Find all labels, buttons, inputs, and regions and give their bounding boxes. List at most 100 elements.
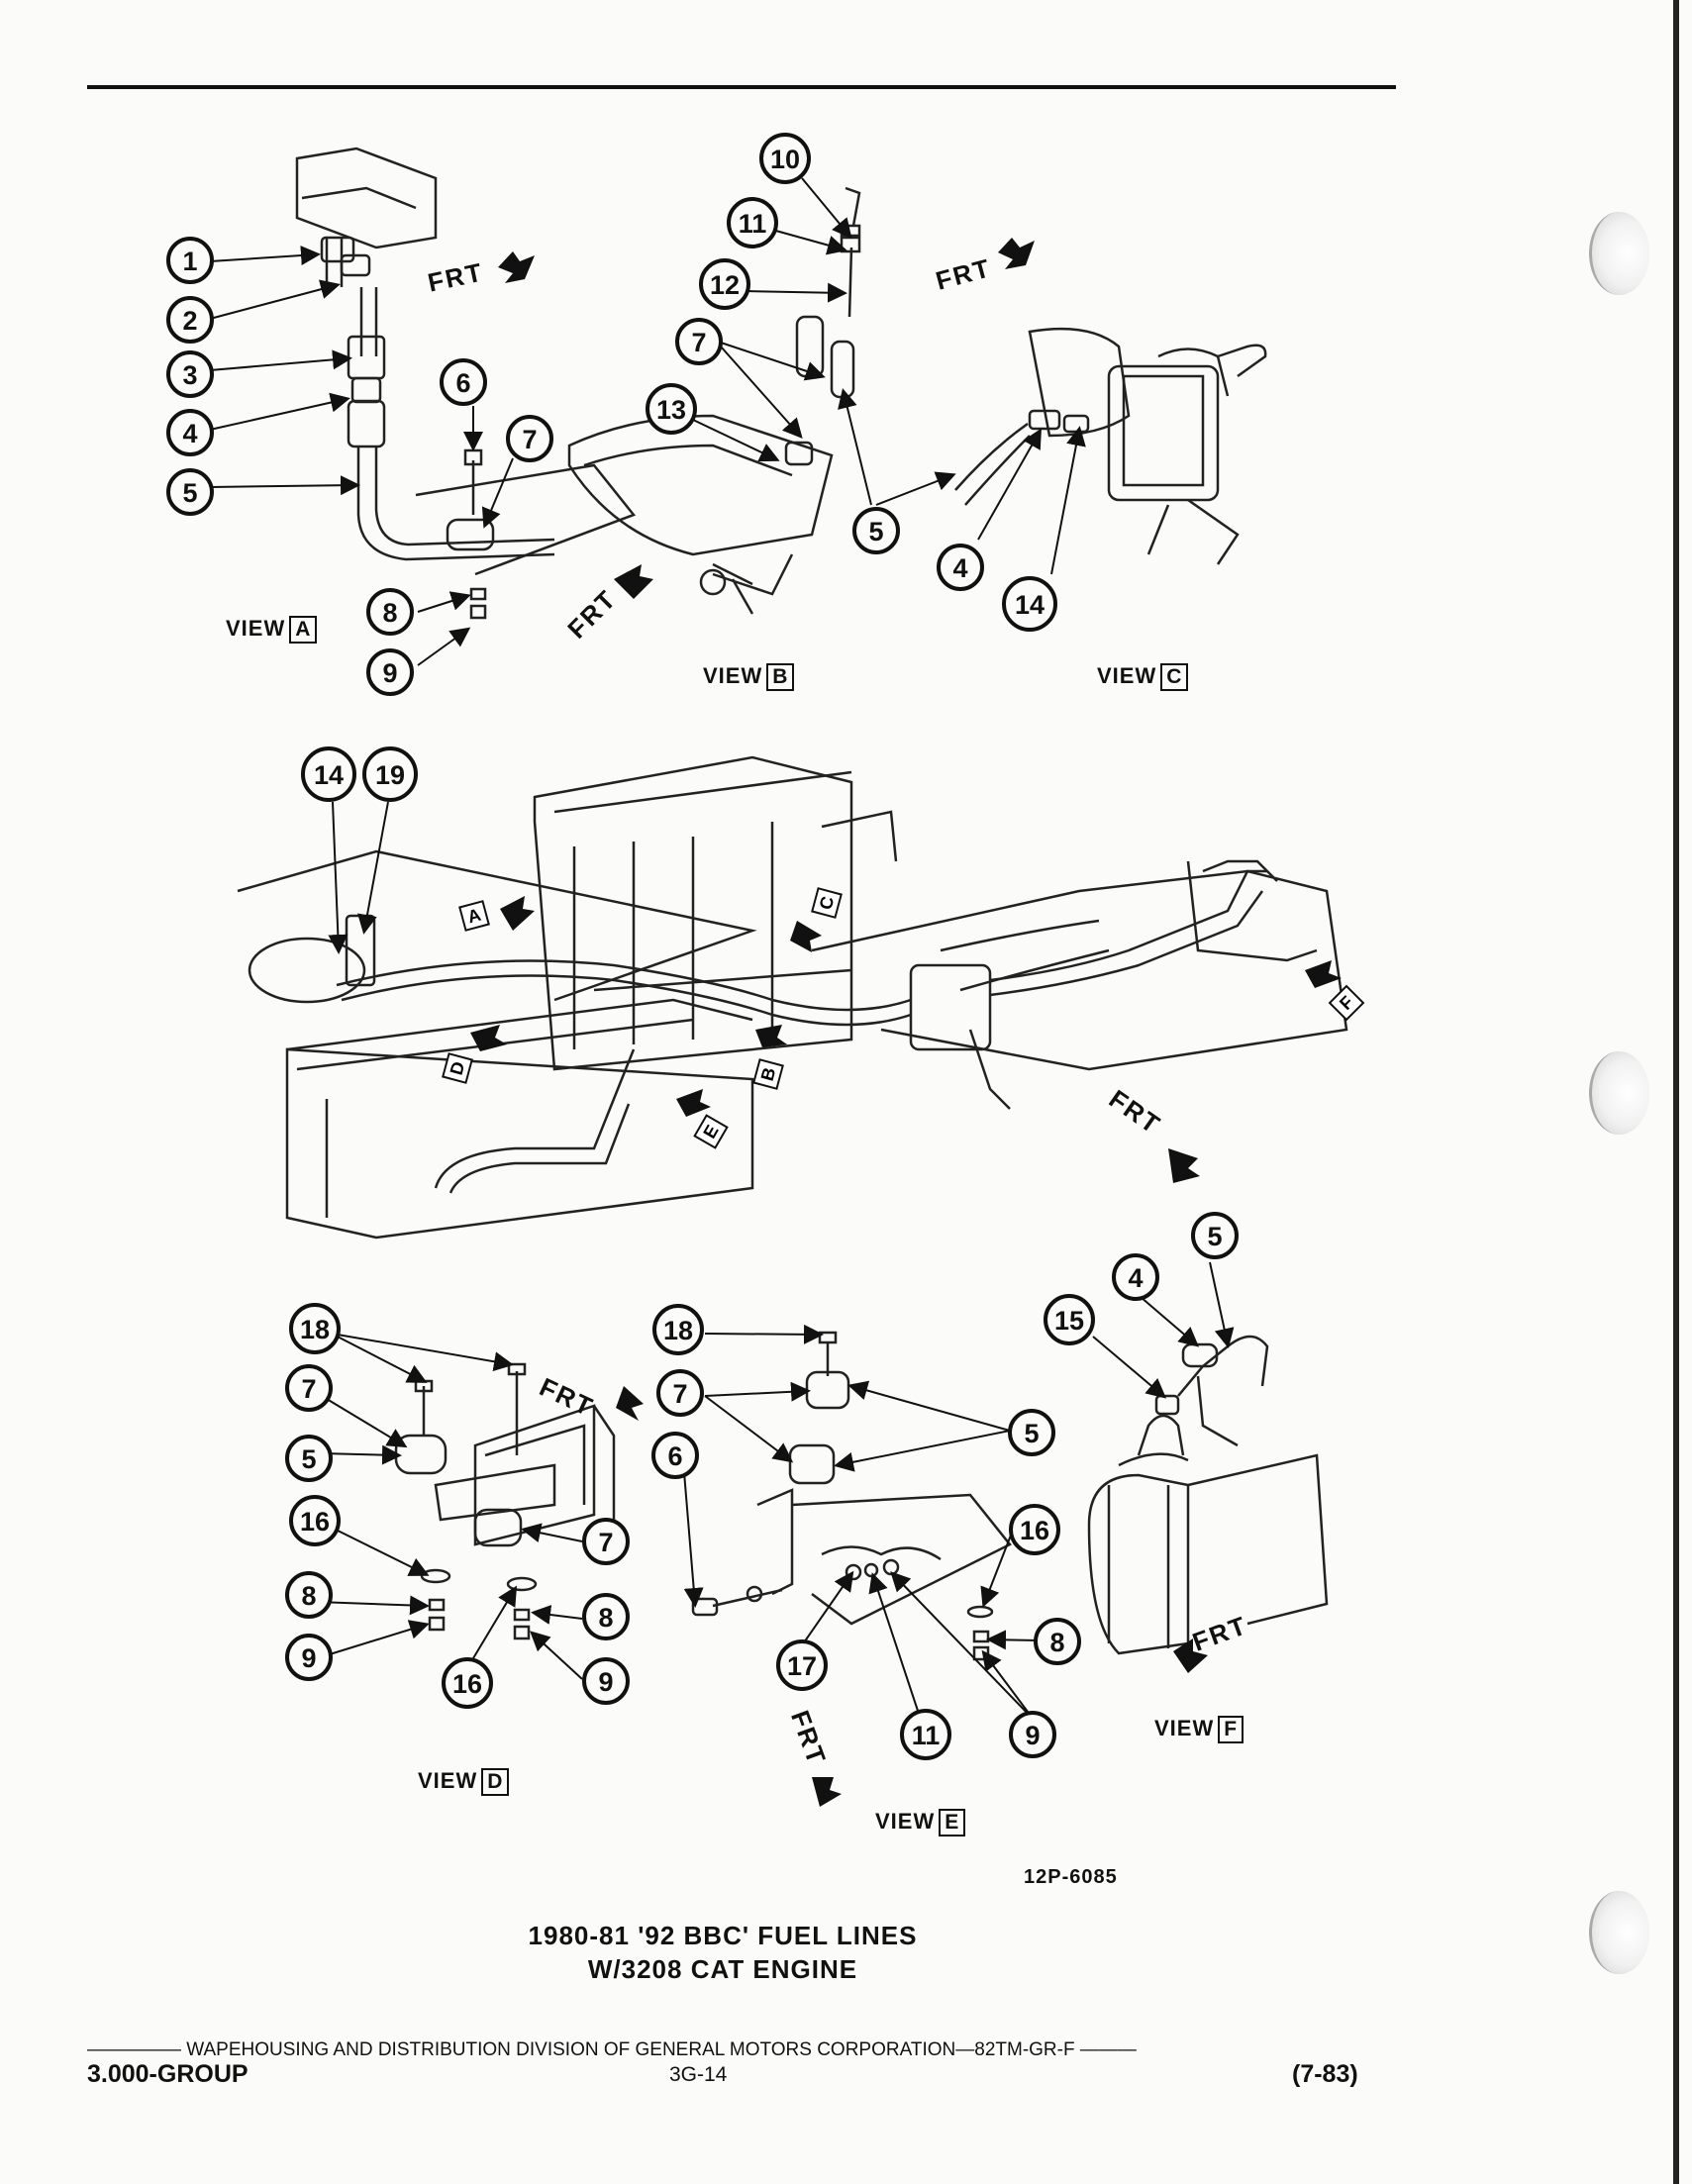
svg-text:2: 2 <box>182 306 197 336</box>
svg-text:5: 5 <box>868 517 883 546</box>
svg-text:4: 4 <box>952 553 967 583</box>
callout-4f: 4 <box>1112 1253 1159 1301</box>
callout-8d2: 8 <box>582 1593 630 1640</box>
callout-12: 12 <box>699 258 750 310</box>
callout-9d: 9 <box>285 1634 333 1681</box>
leader-lines <box>209 177 1235 1721</box>
svg-text:11: 11 <box>739 209 767 239</box>
svg-text:16: 16 <box>452 1669 482 1699</box>
svg-text:4: 4 <box>1128 1263 1143 1293</box>
figure-reference: 12P-6085 <box>1024 1866 1118 1888</box>
callouts-view-c: 4 14 <box>937 544 1057 632</box>
svg-text:12: 12 <box>710 270 740 300</box>
callout-16d2: 16 <box>442 1657 493 1709</box>
frt-arrow-icon <box>614 564 653 599</box>
svg-text:5: 5 <box>182 478 197 508</box>
frt-arrow-icon <box>998 238 1035 269</box>
marker-box-a: A <box>458 900 490 932</box>
callout-7b: 7 <box>675 318 723 365</box>
svg-text:5: 5 <box>301 1444 316 1474</box>
svg-text:18: 18 <box>300 1315 330 1344</box>
view-b-drawing <box>567 186 861 615</box>
callout-7d2: 7 <box>582 1518 630 1565</box>
footer-group: 3.000-GROUP <box>87 2060 249 2088</box>
svg-text:7: 7 <box>672 1379 687 1409</box>
marker-box-e: E <box>693 1114 729 1149</box>
svg-text:8: 8 <box>598 1603 613 1633</box>
svg-text:11: 11 <box>912 1721 941 1750</box>
callout-2: 2 <box>166 296 214 344</box>
title-line-1: 1980-81 '92 BBC' FUEL LINES <box>528 1921 918 1950</box>
callout-5e: 5 <box>1008 1409 1055 1456</box>
callout-9d2: 9 <box>582 1657 630 1705</box>
callout-16e: 16 <box>1009 1504 1060 1555</box>
svg-text:9: 9 <box>598 1667 613 1697</box>
marker-box-f: F <box>1328 984 1365 1022</box>
title-line-2: W/3208 CAT ENGINE <box>587 1954 858 1984</box>
marker-box-c: C <box>811 887 843 919</box>
callout-13: 13 <box>646 383 697 435</box>
callout-19: 19 <box>362 746 418 802</box>
svg-text:A: A <box>465 905 483 928</box>
marker-arrow-icon <box>500 896 535 931</box>
callout-8e: 8 <box>1034 1618 1081 1665</box>
svg-text:13: 13 <box>656 395 686 425</box>
svg-text:7: 7 <box>691 328 706 357</box>
svg-text:5: 5 <box>1024 1419 1039 1448</box>
callouts-view-e: 18 7 6 5 16 17 11 9 8 <box>651 1304 1081 1760</box>
overview-marker-arrows <box>470 896 1342 1117</box>
svg-text:3: 3 <box>182 360 197 390</box>
callout-14o: 14 <box>301 746 356 802</box>
callout-7e: 7 <box>656 1369 704 1417</box>
view-c-drawing <box>954 327 1267 565</box>
svg-text:5: 5 <box>1207 1222 1222 1251</box>
svg-text:7: 7 <box>598 1528 613 1557</box>
svg-text:16: 16 <box>1020 1516 1049 1545</box>
marker-arrow-icon <box>755 1025 787 1047</box>
overview-marker-boxes: A C D B E F <box>442 887 1365 1149</box>
binder-hole-bottom <box>1589 1891 1649 1974</box>
callout-11: 11 <box>727 197 778 248</box>
frt-arrow-icons <box>498 238 1208 1807</box>
callout-9: 9 <box>366 648 414 696</box>
svg-text:14: 14 <box>1015 590 1045 620</box>
svg-text:9: 9 <box>301 1643 316 1673</box>
svg-text:10: 10 <box>770 145 800 174</box>
callout-6e: 6 <box>651 1432 699 1479</box>
callout-10: 10 <box>759 133 811 184</box>
marker-arrow-icon <box>470 1025 507 1051</box>
binder-hole-middle <box>1589 1051 1649 1135</box>
svg-text:8: 8 <box>301 1581 316 1611</box>
svg-text:14: 14 <box>314 760 344 790</box>
callout-18d: 18 <box>289 1303 341 1354</box>
callout-18e: 18 <box>652 1304 704 1355</box>
callout-6: 6 <box>440 358 487 406</box>
callout-5f: 5 <box>1191 1212 1239 1259</box>
top-rule <box>87 85 1396 89</box>
callouts-view-b: 10 11 12 7 13 5 <box>646 133 900 554</box>
callouts-overview: 14 19 <box>301 746 418 802</box>
svg-text:1: 1 <box>182 247 197 276</box>
marker-arrow-icon <box>1305 960 1342 988</box>
callout-5: 5 <box>166 468 214 516</box>
footer-division-line: ————— WAPEHOUSING AND DISTRIBUTION DIVIS… <box>87 2039 1137 2060</box>
callout-16d: 16 <box>289 1495 341 1546</box>
svg-text:17: 17 <box>787 1651 817 1681</box>
callout-7: 7 <box>506 415 553 462</box>
callout-5d: 5 <box>285 1435 333 1482</box>
callout-15: 15 <box>1044 1294 1095 1345</box>
callout-7d: 7 <box>285 1364 333 1412</box>
callout-5b: 5 <box>852 507 900 554</box>
view-d-drawing <box>394 1362 616 1640</box>
view-f-drawing <box>1087 1335 1329 1655</box>
marker-arrow-icon <box>790 921 822 952</box>
callout-11e: 11 <box>900 1709 951 1760</box>
svg-text:16: 16 <box>300 1507 330 1537</box>
svg-text:8: 8 <box>1049 1628 1064 1657</box>
